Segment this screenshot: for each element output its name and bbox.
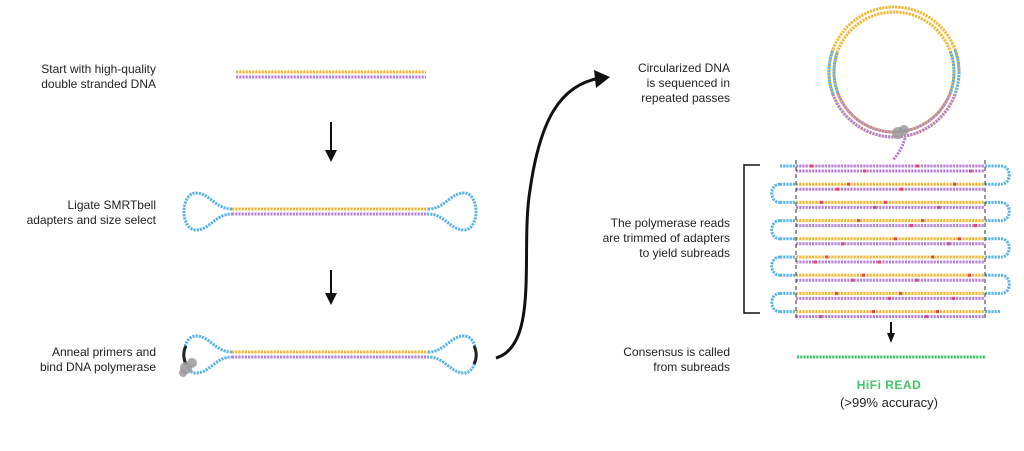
step-trim-label: The polymerase reads are trimmed of adap… <box>602 216 730 260</box>
hifi-accuracy-label: (>99% accuracy) <box>840 395 938 410</box>
subread-error-mark <box>847 182 850 186</box>
subread-error-mark <box>958 237 961 241</box>
subread-error-mark <box>894 237 897 241</box>
subread-error-mark <box>947 242 950 246</box>
subread-error-mark <box>925 315 928 319</box>
subread-adapter-loop <box>770 291 781 314</box>
step-start-label: Start with high-quality double stranded … <box>41 62 156 91</box>
subread-error-mark <box>952 296 955 300</box>
subread-adapter-loop <box>1000 237 1011 259</box>
subread-error-mark <box>899 291 902 295</box>
primed-smrtbell-molecule <box>179 334 478 377</box>
subreads-group <box>770 164 1011 319</box>
subread-adapter-loop <box>770 182 781 204</box>
subread-error-mark <box>937 205 940 209</box>
down-arrow-icon <box>887 322 895 343</box>
subread-error-mark <box>863 169 866 173</box>
dsdna-molecule <box>236 70 426 79</box>
subread-error-mark <box>814 260 817 264</box>
subread-error-mark <box>835 291 838 295</box>
step-consensus-label: Consensus is called from subreads <box>623 345 730 374</box>
subread-error-mark <box>857 219 860 223</box>
subread-error-mark <box>810 164 813 168</box>
circular-dna-segment <box>948 50 956 94</box>
down-arrow-icon <box>325 122 337 162</box>
subreads-bracket <box>743 164 760 314</box>
subread-error-mark <box>931 255 934 259</box>
curved-arrow-icon <box>495 76 601 360</box>
down-arrow-icon <box>325 270 337 305</box>
subread-error-mark <box>888 296 891 300</box>
subread-error-mark <box>968 273 971 277</box>
subread-error-mark <box>921 219 924 223</box>
circular-dna <box>827 5 961 161</box>
circular-dna-segment <box>832 50 840 94</box>
subread-error-mark <box>969 169 972 173</box>
polymerase-icon <box>892 125 909 139</box>
smrtbell-molecule <box>182 191 478 232</box>
subread-error-mark <box>820 200 823 204</box>
subread-adapter-loop <box>1000 164 1011 186</box>
subread-error-mark <box>825 255 828 259</box>
subread-error-mark <box>851 278 854 282</box>
subread-error-mark <box>841 242 844 246</box>
subread-error-mark <box>836 187 839 191</box>
subread-error-mark <box>974 224 977 228</box>
circular-dna-segment <box>827 49 835 95</box>
subread-adapter-loop <box>1000 200 1011 223</box>
subread-adapter-loop <box>1000 273 1011 295</box>
subread-error-mark <box>900 187 903 191</box>
subread-error-mark <box>819 315 822 319</box>
circular-dna-segment <box>953 49 961 95</box>
subread-error-mark <box>873 205 876 209</box>
subread-error-mark <box>884 200 887 204</box>
subread-error-mark <box>878 260 881 264</box>
hifi-read-title: HiFi READ <box>856 378 922 392</box>
subread-error-mark <box>915 278 918 282</box>
polymerase-icon <box>179 358 197 377</box>
subread-error-mark <box>862 273 865 277</box>
subread-error-mark <box>953 182 956 186</box>
step-anneal-label: Anneal primers and bind DNA polymerase <box>39 345 156 374</box>
step-ligate-label: Ligate SMRTbell adapters and size select <box>26 198 156 227</box>
circular-dna-segment <box>836 92 952 134</box>
subread-adapter-loop <box>770 219 781 241</box>
subread-error-mark <box>872 310 875 314</box>
subread-error-mark <box>916 164 919 168</box>
subread-error-mark <box>936 310 939 314</box>
subread-error-mark <box>910 224 913 228</box>
subread-adapter-loop <box>770 255 781 277</box>
step-circular-label: Circularized DNA is sequenced in repeate… <box>637 61 730 105</box>
